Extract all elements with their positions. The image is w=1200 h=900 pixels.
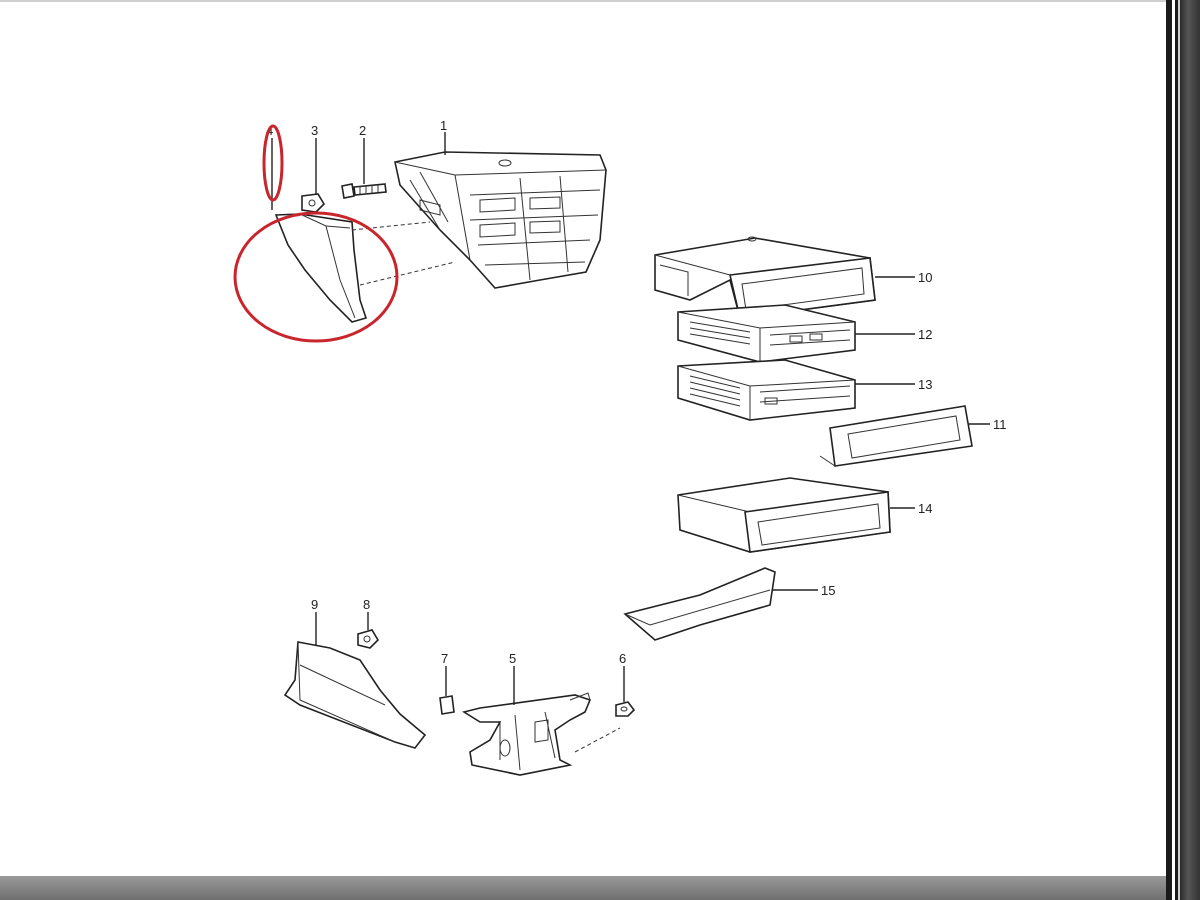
callout-13: 13	[918, 377, 932, 392]
part-6-nut	[615, 701, 636, 717]
part-7-clip	[439, 695, 455, 715]
callout-6: 6	[619, 651, 626, 666]
part-1-housing	[394, 151, 607, 289]
bottom-window-frame	[0, 876, 1166, 900]
callout-8: 8	[363, 597, 370, 612]
part-8-clip-nut	[357, 629, 380, 649]
right-window-frame	[1166, 0, 1200, 900]
callout-2: 2	[359, 123, 366, 138]
callout-15: 15	[821, 583, 835, 598]
callout-14: 14	[918, 501, 932, 516]
callout-11: 11	[993, 417, 1007, 432]
alignment-line-part-6	[574, 727, 621, 753]
part-13-unit	[677, 359, 856, 421]
alignment-lines-part-4	[351, 221, 456, 286]
part-2-bolt	[341, 183, 387, 199]
part-9-lower-panel	[283, 641, 427, 749]
exploded-parts-diagram: 1 2 3 4 10	[233, 118, 1007, 776]
part-10-tray	[654, 236, 876, 319]
diagram-page	[0, 0, 1166, 876]
part-14-tray	[677, 477, 891, 553]
callout-10: 10	[918, 270, 932, 285]
part-15-trim-strip	[623, 567, 776, 641]
part-12-unit	[677, 304, 856, 363]
callout-9: 9	[311, 597, 318, 612]
callout-1: 1	[440, 118, 447, 133]
top-border	[0, 0, 1166, 2]
highlight-part-4	[233, 211, 399, 343]
callout-7: 7	[441, 651, 448, 666]
part-3-clip-nut	[301, 193, 326, 213]
part-4-side-trim	[274, 213, 368, 323]
part-11-bezel	[819, 405, 973, 467]
callout-3: 3	[311, 123, 318, 138]
callout-12: 12	[918, 327, 932, 342]
highlight-callout-4	[262, 124, 284, 202]
part-5-bracket	[461, 692, 592, 776]
callout-5: 5	[509, 651, 516, 666]
